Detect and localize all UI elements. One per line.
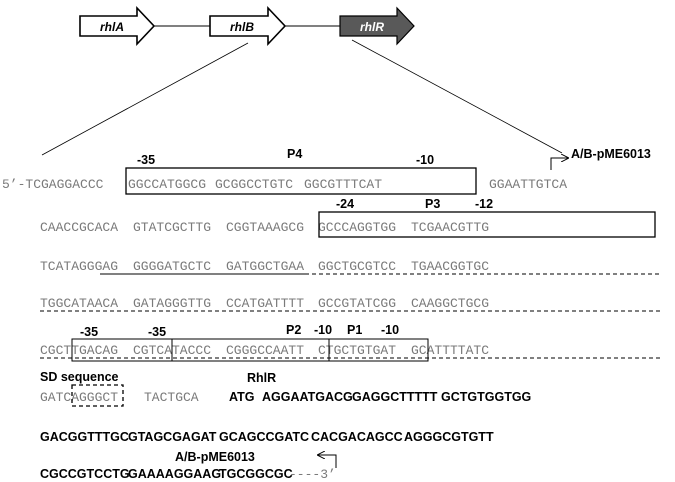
minus35-label: -35 xyxy=(148,325,166,339)
minus10-label: -10 xyxy=(381,323,399,337)
sequence-line-2: CAACCGCACA GTATCGCTTG CGGTAAAGCG GCCCAGG… xyxy=(40,220,489,235)
gene-label: rhlR xyxy=(360,20,384,34)
promoter-p3: -24 P3 -12 xyxy=(318,197,656,238)
primer-forward: A/B-pME6013 xyxy=(550,147,651,170)
minus10-label: -10 xyxy=(416,153,434,167)
minus12-label: -12 xyxy=(475,197,493,211)
sequence-block: 5’-TCGAGGACCC GGCCATGGCG GCGGCCTGTC GGCG… xyxy=(2,177,567,482)
arrow-icon xyxy=(550,158,568,170)
sequence-line-6-coding: ATG AGGAATGACG GAGGCTTTTT GCTGTGGTGG xyxy=(229,390,531,404)
promoter-box xyxy=(125,167,477,195)
sequence-line-5: CGCTTGACAG CGTCATACCC CGGGCCAATT CTGCTGT… xyxy=(40,343,489,358)
primer-reverse: A/B-pME6013 xyxy=(175,450,337,468)
minus35-label: -35 xyxy=(80,325,98,339)
rhlr-label: RhlR xyxy=(247,371,276,385)
promoter-label: P3 xyxy=(425,197,440,211)
primer-label: A/B-pME6013 xyxy=(571,147,651,161)
zoom-line-left xyxy=(41,42,249,156)
gene-label: rhlA xyxy=(100,20,124,34)
minus35-label: -35 xyxy=(137,153,155,167)
promoter-label: P1 xyxy=(347,323,362,337)
promoter-p1-p2: -35 -35 P2 -10 P1 -10 xyxy=(71,323,429,362)
sequence-line-8-end: ----3’ xyxy=(289,467,336,482)
promoter-label: P4 xyxy=(287,147,302,161)
sd-label: SD sequence xyxy=(40,370,119,384)
minus24-label: -24 xyxy=(336,197,354,211)
gene-arrow-rhlr: rhlR xyxy=(339,6,415,46)
gene-label: rhlB xyxy=(230,20,254,34)
sd-box xyxy=(71,384,124,407)
gene-map: rhlA rhlB rhlR xyxy=(41,5,563,156)
gene-arrow-rhlb: rhlB xyxy=(209,5,287,47)
sequence-line-6: GATCAGGGCT TACTGCA xyxy=(40,390,199,405)
sequence-line-7: GACGGTTTGC GTAGCGAGAT GCAGCCGATC CACGACA… xyxy=(40,430,494,444)
zoom-line-right xyxy=(351,39,563,154)
sequence-line-1: 5’-TCGAGGACCC GGCCATGGCG GCGGCCTGTC GGCG… xyxy=(2,177,567,192)
promoter-box xyxy=(318,211,656,238)
promoter-p4: -35 P4 -10 xyxy=(125,147,477,195)
sequence-line-4: TGGCATAACA GATAGGGTTG CCATGATTTT GCCGTAT… xyxy=(40,296,489,311)
sequence-line-8: CGCCGTCCTG GAAAAGGAAG TGCGGCGC xyxy=(40,467,293,481)
minus10-label: -10 xyxy=(314,323,332,337)
arrow-icon xyxy=(318,455,337,468)
promoter-box xyxy=(328,338,429,362)
promoter-label: P2 xyxy=(286,323,301,337)
primer-label: A/B-pME6013 xyxy=(175,450,255,464)
sequence-line-3: TCATAGGGAG GGGGATGCTC GATGGCTGAA GGCTGCG… xyxy=(40,259,489,274)
sd-sequence: SD sequence xyxy=(40,370,124,407)
gene-arrow-rhla: rhlA xyxy=(79,5,156,47)
